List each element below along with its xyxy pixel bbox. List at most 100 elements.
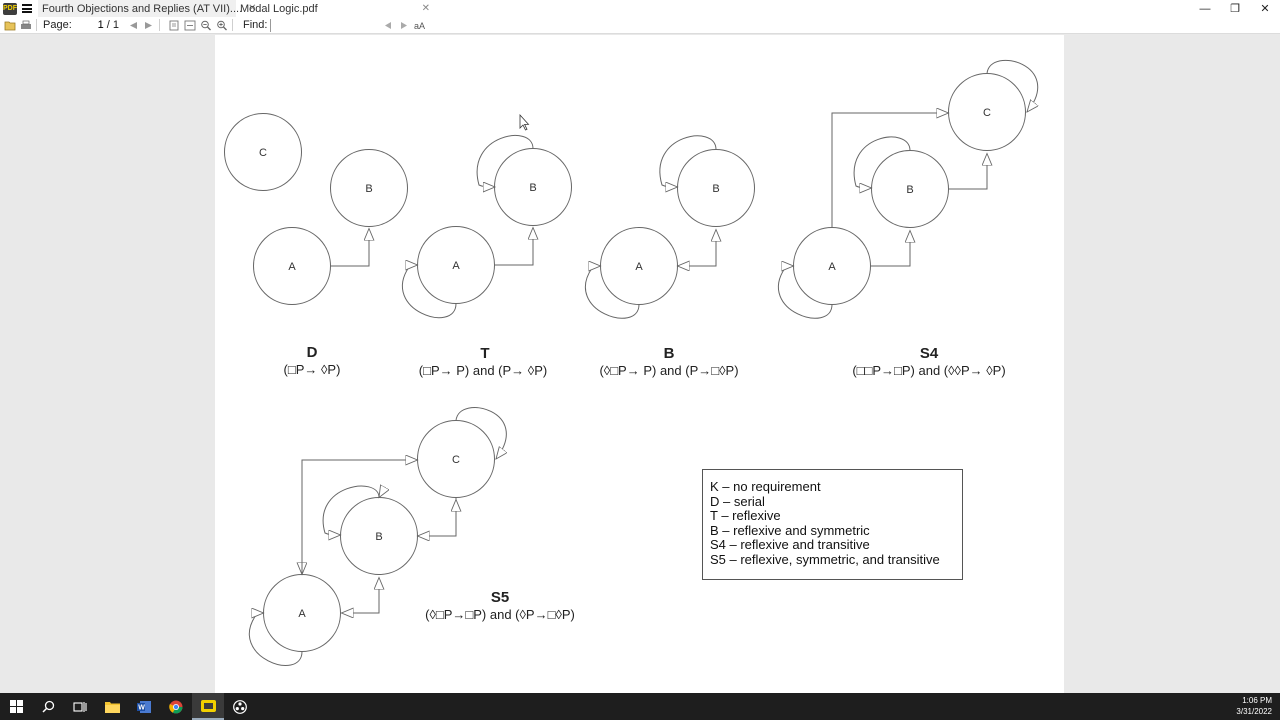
loop-a: [248, 613, 303, 666]
restore-icon[interactable]: ❐: [1230, 3, 1240, 15]
legend-item: D – serial: [710, 493, 765, 509]
system-formula-s4: (□□P→□P) and (◊◊P→ ◊P): [852, 363, 1005, 378]
legend-item: S5 – reflexive, symmetric, and transitiv…: [710, 551, 940, 567]
obs-icon[interactable]: [224, 693, 256, 720]
tab-modal-logic[interactable]: Modal Logic.pdf ✕: [236, 0, 434, 17]
arrow-a-to-c: [831, 113, 949, 228]
arrow-a-to-b: [494, 228, 534, 266]
diagram-d: [224, 113, 408, 305]
tab-fourth-objections[interactable]: Fourth Objections and Replies (AT VII)..…: [38, 0, 257, 17]
arrow-a-to-b: [330, 229, 370, 267]
loop-c: [986, 59, 1038, 112]
world-label: A: [452, 260, 460, 272]
legend-item: B – reflexive and symmetric: [710, 522, 870, 538]
hamburger-menu-icon[interactable]: [22, 4, 32, 13]
diagram-s4: [777, 59, 1038, 319]
pdf-page: C B A B A B A C B A C B A D (□P→ ◊P) T (…: [215, 35, 1064, 693]
world-c-circle: [224, 113, 302, 191]
match-case-icon[interactable]: aA: [414, 20, 426, 31]
legend-item: T – reflexive: [710, 508, 781, 523]
title-bar: PDF Fourth Objections and Replies (AT VI…: [0, 0, 1280, 17]
world-label: A: [288, 261, 296, 273]
previous-page-icon[interactable]: [127, 20, 139, 31]
world-label: A: [298, 608, 306, 620]
fit-page-icon[interactable]: [168, 20, 180, 31]
zoom-out-icon[interactable]: [200, 20, 212, 31]
world-label: C: [452, 454, 460, 466]
mouse-cursor-icon: [519, 113, 530, 131]
zoom-in-icon[interactable]: [216, 20, 228, 31]
loop-a: [777, 266, 833, 319]
find-input[interactable]: [270, 18, 379, 32]
arrow-a-to-b: [870, 231, 911, 267]
loop-b: [322, 485, 380, 535]
toolbar-separator: [158, 19, 160, 31]
toolbar: Page: / 1 Find: aA: [0, 17, 1280, 34]
diagram-b: [584, 135, 755, 319]
system-title-b: B: [664, 345, 675, 362]
loop-b: [659, 135, 717, 187]
file-explorer-icon[interactable]: [96, 693, 128, 720]
find-previous-icon[interactable]: [382, 20, 394, 31]
legend-item: S4 – reflexive and transitive: [710, 537, 870, 552]
loop-a: [401, 265, 457, 319]
open-file-icon[interactable]: [4, 20, 16, 31]
diagram-s5: [248, 407, 506, 666]
system-title-s4: S4: [920, 345, 939, 362]
arrow-a-to-b: [340, 578, 380, 614]
window-controls: — ❐ ✕: [1190, 0, 1280, 17]
word-icon[interactable]: W: [128, 693, 160, 720]
search-icon[interactable]: [32, 693, 64, 720]
sumatra-pdf-logo-icon: PDF: [3, 2, 17, 15]
chrome-icon[interactable]: [160, 693, 192, 720]
toolbar-separator: [36, 19, 37, 31]
tab-label: Modal Logic.pdf: [240, 2, 318, 15]
fit-width-icon[interactable]: [184, 20, 196, 31]
windows-start-icon[interactable]: [0, 693, 32, 720]
print-icon[interactable]: [20, 20, 32, 31]
page-label: Page:: [43, 19, 72, 31]
diagram-t: [401, 135, 572, 319]
minimize-icon[interactable]: —: [1199, 2, 1211, 15]
close-window-icon[interactable]: ✕: [1260, 3, 1270, 15]
system-formula-t: (□P→ P) and (P→ ◊P): [419, 363, 547, 378]
taskbar: W 1:06 PM 3/31/2022: [0, 693, 1280, 720]
world-b-circle: [330, 149, 408, 227]
loop-b-arrowhead: [379, 489, 383, 498]
system-title-s5: S5: [491, 589, 509, 606]
loop-c: [455, 407, 506, 459]
world-label: B: [365, 183, 372, 195]
find-next-icon[interactable]: [398, 20, 410, 31]
system-clock[interactable]: 1:06 PM 3/31/2022: [1236, 695, 1272, 717]
close-tab-icon[interactable]: ✕: [248, 3, 257, 14]
loop-b: [853, 136, 911, 188]
next-page-icon[interactable]: [143, 20, 155, 31]
clock-date: 3/31/2022: [1236, 707, 1272, 716]
system-formula-d: (□P→ ◊P): [284, 362, 341, 377]
toolbar-separator: [231, 19, 233, 31]
world-label: B: [712, 183, 719, 195]
find-label: Find:: [242, 19, 268, 31]
world-label: C: [983, 107, 991, 119]
world-label: B: [906, 184, 913, 196]
world-label: C: [259, 147, 267, 159]
task-view-icon[interactable]: [64, 693, 96, 720]
close-tab-icon[interactable]: ✕: [421, 3, 430, 14]
world-label: B: [529, 182, 536, 194]
arrow-c-to-b: [418, 497, 457, 537]
arrow-a-to-b: [677, 230, 717, 267]
system-title-t: T: [480, 345, 489, 362]
legend-box: K – no requirement D – serial T – reflex…: [702, 469, 963, 580]
system-formula-b: (◊□P→ P) and (P→□◊P): [599, 363, 738, 378]
world-label: B: [375, 531, 382, 543]
loop-b: [476, 135, 534, 187]
page-number-input[interactable]: [77, 18, 104, 32]
arrow-a-to-c: [301, 460, 418, 575]
legend-item: K – no requirement: [710, 479, 821, 494]
svg-text:W: W: [138, 704, 145, 711]
arrow-b-to-c: [948, 154, 988, 190]
sumatra-pdf-icon[interactable]: [192, 693, 224, 720]
system-title-d: D: [307, 344, 318, 361]
loop-a: [584, 266, 640, 319]
document-area[interactable]: C B A B A B A C B A C B A D (□P→ ◊P) T (…: [0, 35, 1280, 693]
